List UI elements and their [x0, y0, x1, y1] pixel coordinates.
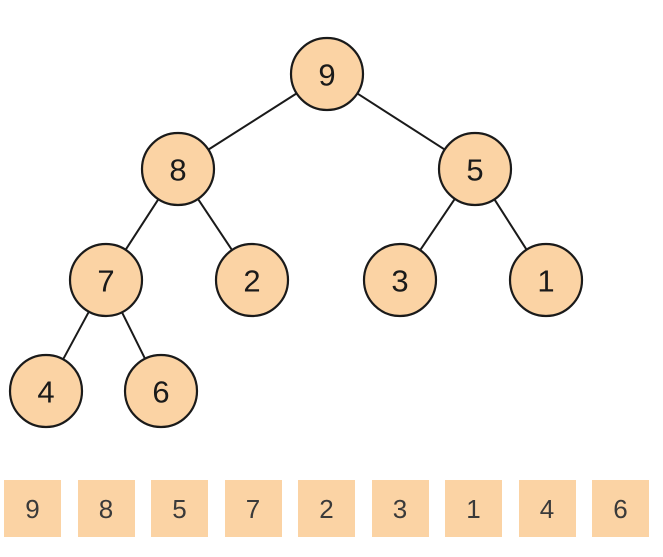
node-circle-1	[508, 242, 584, 318]
array-cell-6[interactable]: 1	[445, 480, 502, 537]
array-cell-value-7: 4	[539, 493, 555, 524]
array-cell-value-3: 7	[245, 493, 261, 524]
node-label-5: 5	[466, 153, 483, 188]
node-circle-7	[68, 242, 144, 318]
tree-node-9[interactable]: 9	[289, 36, 365, 112]
tree-edge-5-1	[493, 198, 528, 251]
node-circle-5	[437, 131, 513, 207]
tree-node-6[interactable]: 6	[123, 353, 199, 429]
node-label-8: 8	[169, 153, 186, 188]
array-cell-0[interactable]: 9	[4, 480, 61, 537]
array-cell-value-5: 3	[392, 493, 408, 524]
array-cell-value-4: 2	[319, 493, 334, 524]
array-cell-3[interactable]: 7	[224, 480, 282, 537]
tree-node-2[interactable]: 2	[214, 242, 290, 318]
tree-node-5[interactable]: 5	[437, 131, 513, 207]
array-cell-value-8: 6	[613, 493, 628, 524]
tree-edge-5-3	[419, 197, 456, 252]
tree-edge-8-7	[124, 198, 160, 251]
array-cell-5[interactable]: 3	[371, 480, 429, 537]
array-cell-value-6: 1	[466, 493, 481, 524]
array-cell-8[interactable]: 6	[592, 480, 649, 537]
tree-edge-7-4	[62, 310, 90, 361]
node-label-6: 6	[152, 375, 169, 410]
tree-edge-8-2	[196, 197, 234, 252]
array-cell-1[interactable]: 8	[77, 480, 135, 537]
array-representation-row: 9 8 5 7 2 3 1 4 6	[0, 480, 663, 540]
node-circle-2	[214, 242, 290, 318]
array-cell-value-1: 8	[98, 493, 114, 524]
tree-node-1[interactable]: 1	[508, 242, 584, 318]
array-cell-7[interactable]: 4	[518, 480, 576, 537]
node-label-4: 4	[37, 375, 54, 410]
array-cell-4[interactable]: 2	[298, 480, 355, 537]
node-label-2: 2	[243, 264, 260, 299]
array-cell-value-0: 9	[25, 493, 40, 524]
node-label-7: 7	[97, 264, 114, 299]
node-circle-4	[8, 353, 84, 429]
node-circle-3	[362, 242, 438, 318]
tree-edge-9-8	[207, 92, 298, 151]
binary-tree-diagram: 9 8 5 7 2 3 1 4 6	[8, 36, 584, 429]
tree-node-8[interactable]: 8	[140, 131, 216, 207]
tree-node-layer: 9 8 5 7 2 3 1 4 6	[8, 36, 584, 429]
tree-edge-layer	[62, 92, 528, 361]
array-cell-value-2: 5	[172, 493, 187, 524]
node-circle-9	[289, 36, 365, 112]
tree-node-7[interactable]: 7	[68, 242, 144, 318]
node-label-3: 3	[391, 264, 408, 299]
node-label-9: 9	[318, 58, 335, 93]
node-circle-8	[140, 131, 216, 207]
tree-node-3[interactable]: 3	[362, 242, 438, 318]
tree-edge-9-5	[356, 92, 446, 151]
node-label-1: 1	[537, 264, 554, 299]
array-cell-2[interactable]: 5	[151, 480, 208, 537]
tree-node-4[interactable]: 4	[8, 353, 84, 429]
node-circle-6	[123, 353, 199, 429]
tree-edge-7-6	[120, 311, 147, 360]
